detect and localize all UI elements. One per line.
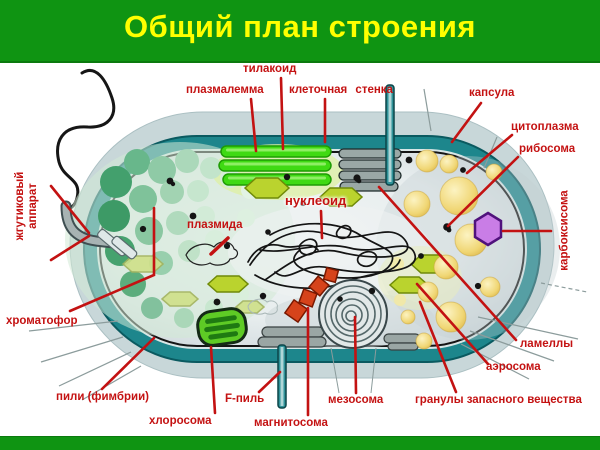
- label-f-pilus: F-пиль: [225, 393, 265, 405]
- label-chromatophore: хроматофор: [6, 315, 78, 327]
- label-chlorosome: хлоросома: [149, 415, 212, 427]
- fimbriae-lines: [28, 88, 588, 401]
- carboxysome-hexagon: [473, 211, 503, 247]
- storage-granules: [400, 149, 503, 350]
- ribosome-dots: [139, 156, 482, 306]
- label-nucleoid: нуклеоид: [285, 193, 347, 208]
- label-pili: пили (фимбрии): [56, 391, 149, 403]
- footer-bar: [0, 436, 600, 450]
- label-magnetosome: магнитосома: [254, 417, 328, 429]
- mesosome-spiral: [318, 279, 388, 349]
- header-bar: [0, 0, 600, 63]
- label-plasmid: плазмида: [187, 219, 243, 231]
- label-thylakoid: тилакоид: [243, 63, 297, 75]
- label-lamellae: ламеллы: [520, 338, 574, 350]
- chlorosome-body: [196, 307, 248, 347]
- page-title: Общий план строения: [123, 9, 477, 44]
- label-plasmalemma: плазмалемма: [186, 84, 264, 96]
- thylakoid-stack: [218, 145, 332, 186]
- label-storage-granules: гранулы запасного вещества: [415, 394, 582, 406]
- faint-loop: [247, 298, 278, 315]
- plasmid-loop: [185, 241, 239, 266]
- aerosome-hexagons: [121, 177, 453, 314]
- label-aerosome: аэросома: [486, 361, 541, 373]
- label-capsule: капсула: [469, 87, 515, 99]
- label-cytoplasm: цитоплазма: [511, 121, 579, 133]
- f-pilus-rod: [277, 344, 287, 409]
- top-pilus-rod: [385, 84, 395, 186]
- flagellum-basal-body: [60, 200, 138, 260]
- nucleoid-tangle: [247, 222, 416, 290]
- label-carboxysome: карбоксисома: [558, 190, 571, 271]
- magnetosome-crystals: [283, 266, 340, 324]
- label-mesosome: мезосома: [328, 394, 384, 406]
- label-ribosome: рибосома: [519, 143, 576, 155]
- pointer-lines: [49, 76, 553, 417]
- label-cell-wall: клеточная стенка: [289, 84, 393, 96]
